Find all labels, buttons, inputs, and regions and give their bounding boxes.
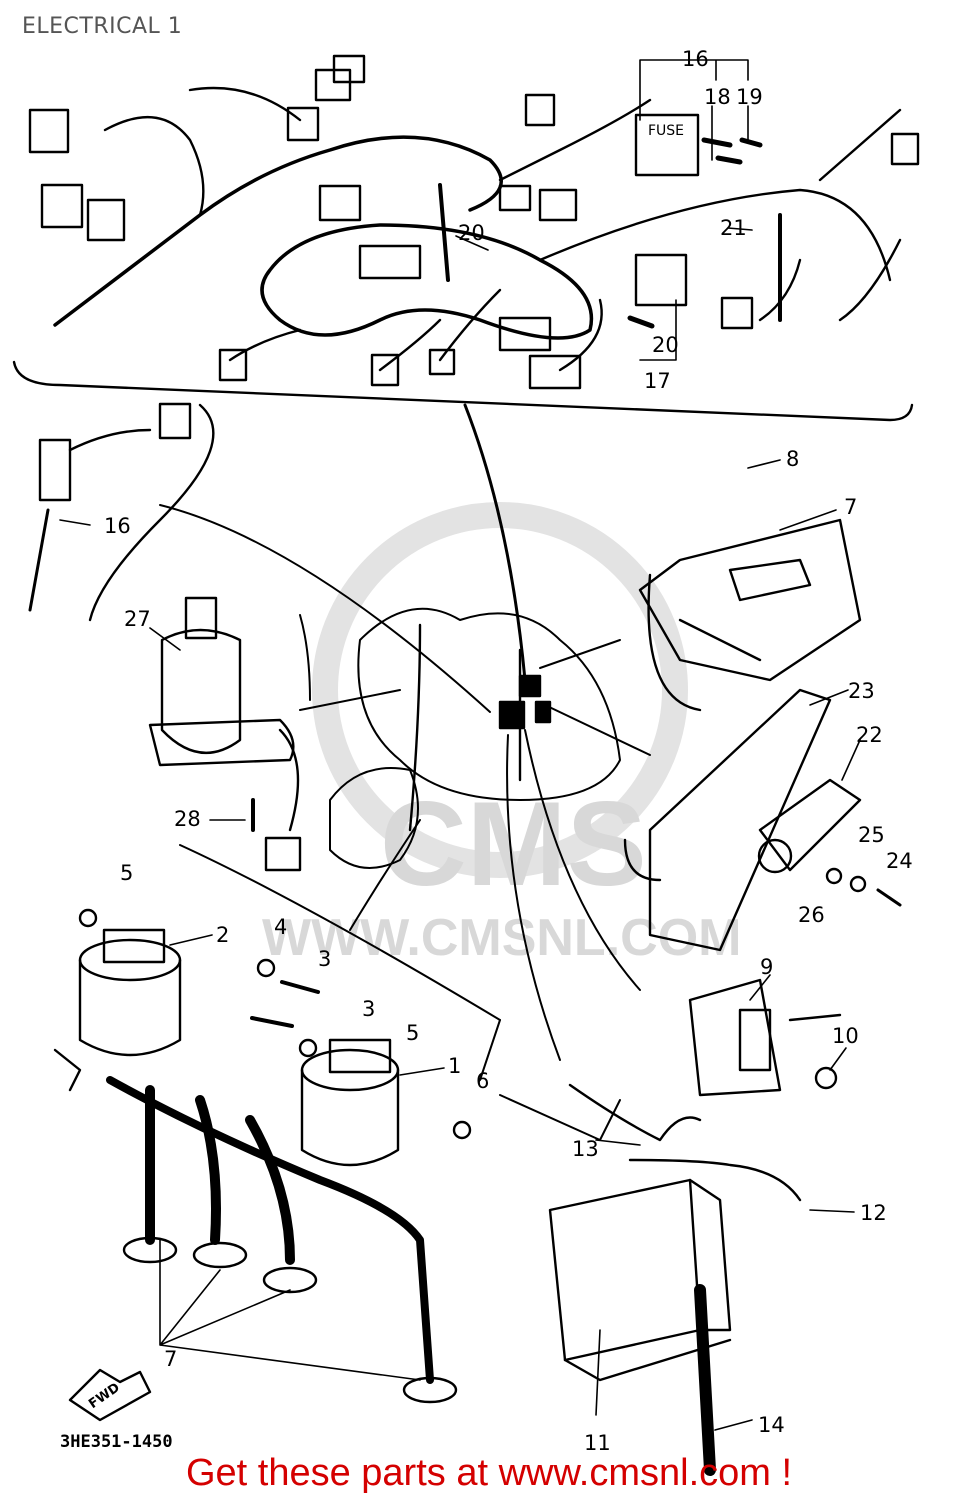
flasher-relay: [688, 978, 782, 1097]
callout-2: 2: [216, 923, 229, 947]
callout-4: 4: [274, 915, 287, 939]
starter-relay: [758, 778, 862, 872]
callout-labels: 16 18 19 20 17 20 21 8 7 23 22 25 24 26 …: [86, 47, 912, 1455]
callout-3: 3: [318, 947, 331, 971]
battery-lead-plus: [628, 1158, 802, 1202]
callout-20b: 21: [720, 216, 747, 240]
callout-3b: 3: [362, 997, 375, 1021]
callout-16: 16: [682, 47, 709, 71]
callout-13: 13: [572, 1137, 599, 1161]
callout-16b: 17: [644, 369, 671, 393]
harness-group-border: [12, 360, 914, 422]
callout-17: 18: [704, 85, 731, 109]
diagram-code: 3HE351-1450: [60, 1432, 173, 1452]
fwd-arrow: [68, 1368, 152, 1422]
footer-link-text[interactable]: Get these parts at www.cmsnl.com !: [185, 1452, 793, 1494]
sensor-group-border: [88, 403, 215, 622]
callout-6: 7: [164, 1347, 177, 1371]
callout-9: 9: [760, 955, 773, 979]
callout-11: 11: [584, 1431, 611, 1455]
main-harness-loom: [53, 135, 503, 327]
cmsnl-watermark: CMS WWW.CMSNL.COM: [262, 502, 741, 967]
callout-23: 24: [886, 849, 913, 873]
battery: [548, 1178, 702, 1362]
callout-4b: 5: [406, 1021, 419, 1045]
cdi-unit: [638, 518, 862, 682]
main-switch: [160, 628, 242, 754]
callout-5: 5: [120, 861, 133, 885]
battery-box-cover: [648, 688, 832, 952]
callout-10: 10: [832, 1024, 859, 1048]
diagram-title: ELECTRICAL 1: [22, 14, 183, 39]
callout-5b: 6: [476, 1069, 489, 1093]
fuse-box-label: FUSE: [648, 123, 684, 139]
callout-24: 25: [858, 823, 885, 847]
callout-21: 22: [856, 723, 883, 747]
watermark-logo: CMS: [380, 777, 647, 911]
callout-15: 16: [104, 514, 131, 538]
callout-12: 12: [860, 1201, 887, 1225]
callout-18: 19: [736, 85, 763, 109]
fwd-label: FWD: [86, 1380, 123, 1412]
callout-1: 1: [448, 1054, 461, 1078]
callout-19: 20: [652, 333, 679, 357]
callout-22: 23: [848, 679, 875, 703]
ignition-coil-1: [300, 1048, 400, 1092]
callout-20: 20: [458, 221, 485, 245]
neutral-switch: [38, 438, 72, 502]
callout-26: 27: [124, 607, 151, 631]
callout-8: 8: [786, 447, 799, 471]
battery-lead-minus: [568, 1083, 702, 1142]
callout-14: 14: [758, 1413, 785, 1437]
fuse-box-main: [634, 113, 700, 177]
washer: [825, 867, 843, 885]
callout-25: 26: [798, 903, 825, 927]
fuse-box-secondary: [634, 253, 688, 307]
callout-27: 28: [174, 807, 201, 831]
spark-plug-cap: [122, 1236, 178, 1264]
callout-7: 7: [844, 495, 857, 519]
coil-group-border: [179, 844, 501, 1021]
cable-tie: [438, 183, 450, 282]
